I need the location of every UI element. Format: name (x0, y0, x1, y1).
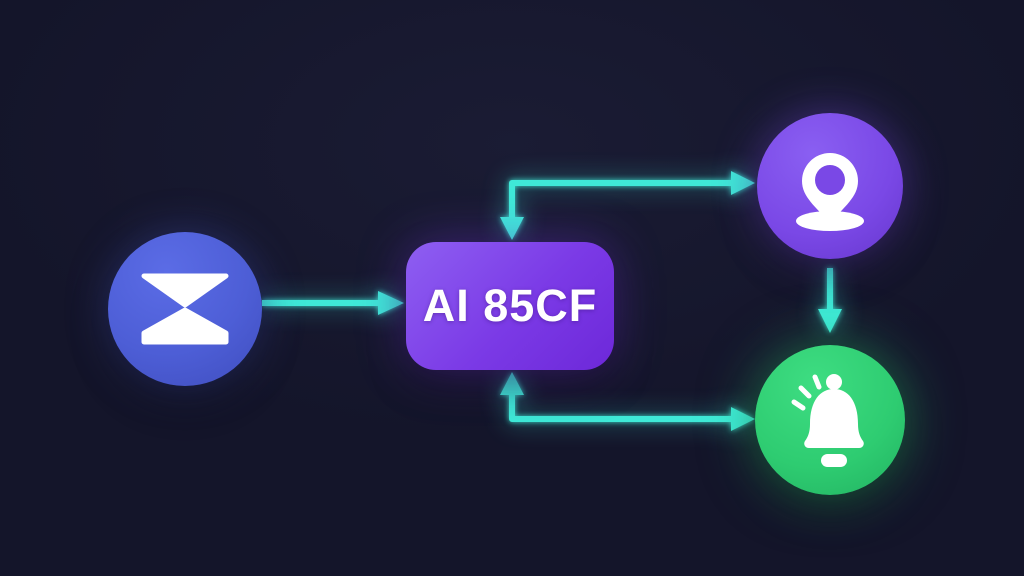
envelope-flap (141, 273, 229, 308)
bell-body (804, 389, 864, 448)
bell-ray-3 (812, 374, 822, 390)
arrow-ai-notification-elbow (509, 392, 732, 422)
arrowhead-down-into-notification (818, 309, 842, 333)
arrowhead-into-location (731, 171, 755, 195)
envelope-body (141, 307, 229, 345)
location-pin-icon (796, 153, 864, 231)
arrow-ai-location-elbow (509, 180, 732, 220)
notification-node (755, 345, 905, 495)
arrowhead-into-notification (731, 407, 755, 431)
bell-knob (826, 374, 842, 390)
ai-box-label: AI 85CF (422, 280, 598, 331)
email-node (108, 232, 262, 386)
bell-icon (791, 374, 864, 467)
bell-ray-1 (791, 399, 806, 411)
ai-box-node: AI 85CF (406, 242, 614, 370)
envelope-send-icon (141, 273, 229, 345)
location-node (757, 113, 903, 259)
arrowhead-up-into-ai-bottom (500, 372, 524, 395)
arrowhead-down-into-ai-top (500, 217, 524, 240)
bell-ray-2 (798, 385, 812, 399)
bell-clapper (821, 454, 847, 467)
pin-hole (815, 165, 845, 195)
arrowhead-into-ai-left (378, 291, 404, 315)
